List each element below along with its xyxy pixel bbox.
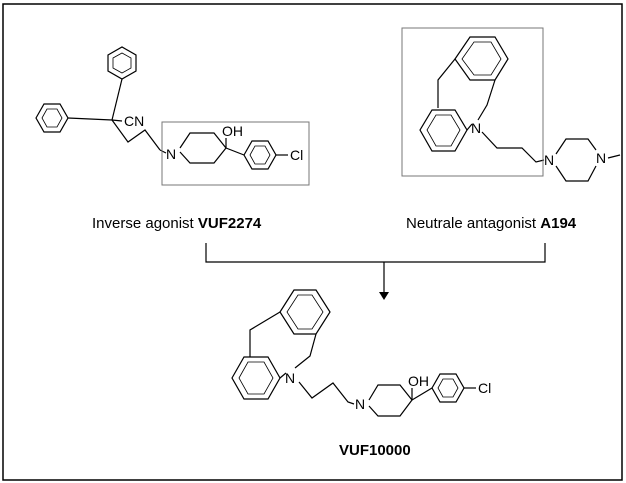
product-atom-label-n-azocine: N	[285, 370, 295, 386]
product-bond-c4-aryl	[411, 387, 433, 401]
bracket-line	[205, 243, 546, 263]
product-propyl-chain	[298, 381, 355, 405]
product-bond-aryl-n	[279, 372, 287, 379]
bond-chain-n	[159, 149, 167, 154]
bond-c-phenyl-top	[111, 78, 123, 121]
piperazine-upper	[555, 138, 597, 155]
benzo-ring-upper	[454, 36, 509, 81]
atom-label-n-piperazine-4: N	[596, 150, 606, 166]
molecule-vuf10000	[231, 289, 476, 417]
arrow-head	[379, 292, 389, 300]
propyl-chain-a194	[481, 131, 545, 163]
methylene-bridge-a194	[477, 79, 496, 121]
bond-c4-aryl	[225, 147, 245, 156]
product-ethylene-bridge	[249, 311, 281, 357]
benzo-ring-lower-inner	[426, 114, 461, 147]
atom-label-n-azocine-a194: N	[471, 120, 481, 136]
ethylene-bridge-a194	[437, 58, 456, 108]
caption-a194-name: A194	[540, 215, 577, 232]
caption-vuf10000: VUF10000	[339, 442, 411, 459]
phenyl-ring-top	[107, 46, 137, 80]
product-benzo-ring-upper-inner	[286, 294, 324, 330]
benzo-ring-upper-inner	[461, 41, 502, 76]
atom-label-cl-left: Cl	[290, 147, 303, 163]
atom-label-n-piperazine-1: N	[544, 152, 554, 168]
product-chlorophenyl-ring-inner	[437, 378, 459, 398]
product-chlorophenyl-ring	[431, 373, 465, 403]
caption-vuf2274: Inverse agonist VUF2274	[92, 215, 262, 232]
caption-a194: Neutrale antagonist A194	[406, 215, 577, 232]
chlorophenyl-ring-left-inner	[249, 145, 271, 165]
product-atom-label-cl: Cl	[478, 380, 491, 396]
piperazine-lower	[555, 165, 597, 182]
product-piperidine-ring	[368, 384, 413, 417]
propyl-chain-left	[111, 119, 161, 151]
atom-label-oh-left: OH	[222, 123, 243, 139]
outer-frame	[2, 3, 623, 481]
pharmacophore-box-left	[161, 121, 310, 186]
atom-label-cn: CN	[124, 113, 144, 129]
phenyl-ring-left-inner	[41, 108, 63, 128]
molecule-vuf2274	[35, 46, 288, 170]
phenyl-ring-top-inner	[112, 52, 132, 74]
bond-c-cn	[111, 119, 123, 122]
product-atom-label-n-piperidine: N	[355, 396, 365, 412]
phenyl-ring-left	[35, 103, 69, 133]
product-benzo-ring-upper	[279, 289, 331, 335]
bond-aryl-n-a194	[466, 123, 473, 131]
atom-label-n-piperidine-left: N	[166, 146, 176, 162]
molecule-a194	[419, 36, 621, 182]
caption-vuf2274-prefix: Inverse agonist	[92, 215, 198, 232]
bond-c-phenyl-left	[67, 117, 113, 121]
product-methylene-bridge	[294, 333, 317, 369]
combination-connector	[205, 243, 546, 295]
caption-a194-prefix: Neutrale antagonist	[406, 215, 540, 232]
caption-vuf2274-name: VUF2274	[198, 215, 262, 232]
pharmacophore-box-right	[401, 27, 544, 177]
chlorophenyl-ring-left	[243, 140, 277, 170]
product-atom-label-oh: OH	[408, 373, 429, 389]
bond-n-methyl	[607, 154, 621, 159]
piperidine-ring-left	[179, 132, 227, 164]
product-benzo-ring-lower-inner	[238, 361, 274, 395]
